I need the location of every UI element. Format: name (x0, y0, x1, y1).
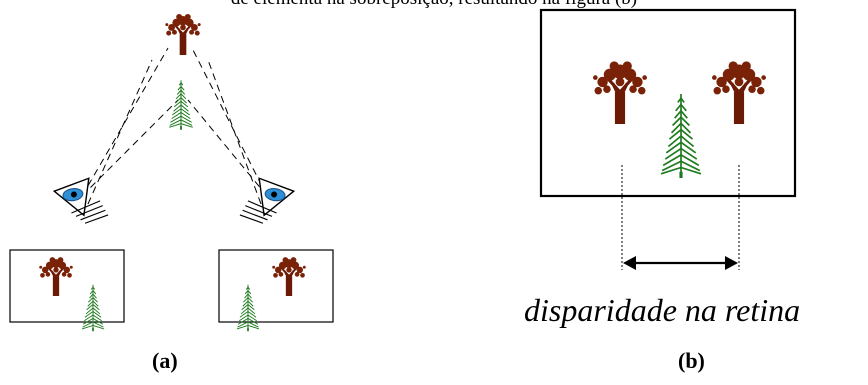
sight-lines (81, 47, 268, 205)
right-retina-image (218, 249, 334, 323)
far-tree-icon (164, 12, 202, 57)
panel-b (539, 8, 797, 270)
truncated-header-text: de elementa na sobreposição, resultando … (0, 0, 868, 12)
near-pine-icon (168, 79, 194, 131)
superimposed-image-frame (539, 8, 797, 198)
panel-a (9, 12, 334, 332)
left-retina-image (9, 249, 125, 323)
panel-a-label: (a) (152, 348, 178, 373)
disparity-arrow (623, 256, 738, 270)
right-eye-icon (238, 175, 296, 228)
panel-b-label: (b) (678, 348, 705, 373)
disparity-caption: disparidade na retina (524, 292, 801, 328)
disparity-guides (621, 165, 740, 270)
left-eye-icon (52, 175, 110, 228)
